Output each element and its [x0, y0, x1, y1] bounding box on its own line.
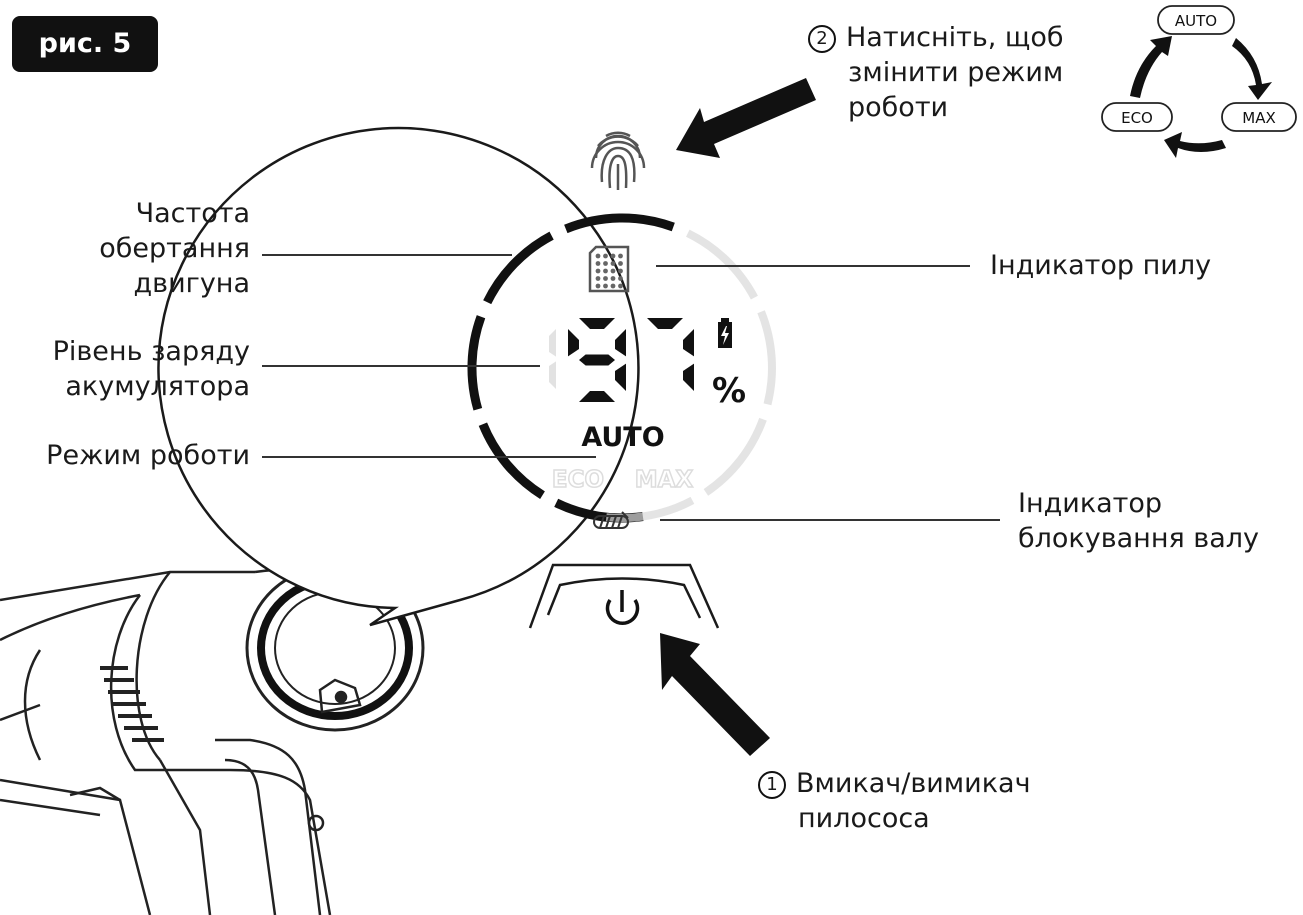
arrow-to-power	[660, 633, 770, 756]
callout-power-text-1: Вмикач/вимикач	[796, 768, 1031, 799]
callout-battery: Рівень заряду акумулятора	[30, 334, 250, 404]
vacuum-illustration	[0, 564, 425, 915]
motor-speed-segment	[564, 213, 675, 234]
arrow-to-fingerprint	[676, 78, 816, 158]
callout-press: 2 Натисніть, щоб змінити режим роботи	[808, 20, 1064, 125]
motor-speed-segment	[483, 231, 554, 305]
callout-press-line-1: 2 Натисніть, щоб	[808, 20, 1064, 55]
digit-ghost-segment	[549, 329, 556, 357]
motor-speed-segment	[478, 422, 545, 500]
digit-segment	[683, 329, 694, 357]
callout-motor-text-3: двигуна	[133, 268, 251, 299]
battery-icon	[718, 318, 732, 348]
digit-segment	[615, 329, 626, 357]
mode-cycle: AUTO MAX ECO	[1101, 5, 1297, 158]
digit-segment	[579, 318, 615, 329]
mode-cycle-eco: ECO	[1121, 109, 1153, 127]
mode-cycle-auto: AUTO	[1175, 12, 1217, 30]
brush-lock-icon	[593, 511, 629, 529]
motor-speed-segment	[757, 310, 776, 406]
digit-segment	[615, 363, 626, 391]
callout-power-line-1: 1 Вмикач/вимикач	[758, 766, 1031, 801]
callout-motor-speed: Частота обертання двигуна	[60, 196, 250, 301]
figure-label: рис. 5	[12, 16, 158, 72]
callout-press-number: 2	[808, 25, 836, 53]
digit-segment	[579, 391, 615, 402]
callout-dust: Індикатор пилу	[990, 248, 1211, 283]
motor-speed-segment	[703, 417, 767, 496]
callout-press-text-3: роботи	[848, 92, 949, 123]
callout-battery-text-1: Рівень заряду	[52, 336, 250, 367]
digit-segment	[683, 363, 694, 391]
dust-indicator-icon	[588, 245, 630, 293]
callout-mode-text: Режим роботи	[46, 440, 250, 471]
callout-motor-text-1: Частота	[135, 198, 250, 229]
callout-brush-text-1: Індикатор	[1018, 488, 1163, 519]
battery-digits	[549, 318, 694, 402]
callout-press-text-1: Натисніть, щоб	[846, 22, 1064, 53]
callout-dust-text: Індикатор пилу	[990, 250, 1212, 281]
motor-speed-segment	[467, 315, 486, 411]
percent-sign: %	[712, 371, 746, 411]
fingerprint-icon[interactable]	[590, 131, 646, 190]
mode-eco-text: ECO	[552, 467, 604, 493]
mode-cycle-max: MAX	[1242, 109, 1275, 127]
digit-segment	[579, 354, 615, 366]
zoom-bubble	[157, 126, 640, 627]
mode-active-text: AUTO	[581, 422, 664, 453]
callout-mode: Режим роботи	[20, 438, 250, 473]
callout-power-text-2: пилососа	[798, 803, 930, 834]
mode-max-text: MAX	[635, 467, 694, 493]
digit-segment	[647, 318, 683, 329]
power-button-housing	[528, 563, 720, 629]
callout-brush-text-2: блокування валу	[1018, 523, 1259, 554]
power-icon[interactable]	[605, 590, 640, 625]
digit-segment	[568, 329, 579, 357]
callout-press-text-2: змінити режим	[848, 57, 1064, 88]
callout-power: 1 Вмикач/вимикач пилососа	[758, 766, 1031, 836]
leader-lines	[262, 254, 1000, 521]
callout-battery-text-2: акумулятора	[65, 371, 250, 402]
digit-ghost-segment	[549, 361, 556, 389]
callout-brush-lock: Індикатор блокування валу	[1018, 486, 1259, 556]
callout-motor-text-2: обертання	[99, 233, 250, 264]
motor-speed-segment	[686, 229, 758, 300]
callout-power-number: 1	[758, 771, 786, 799]
